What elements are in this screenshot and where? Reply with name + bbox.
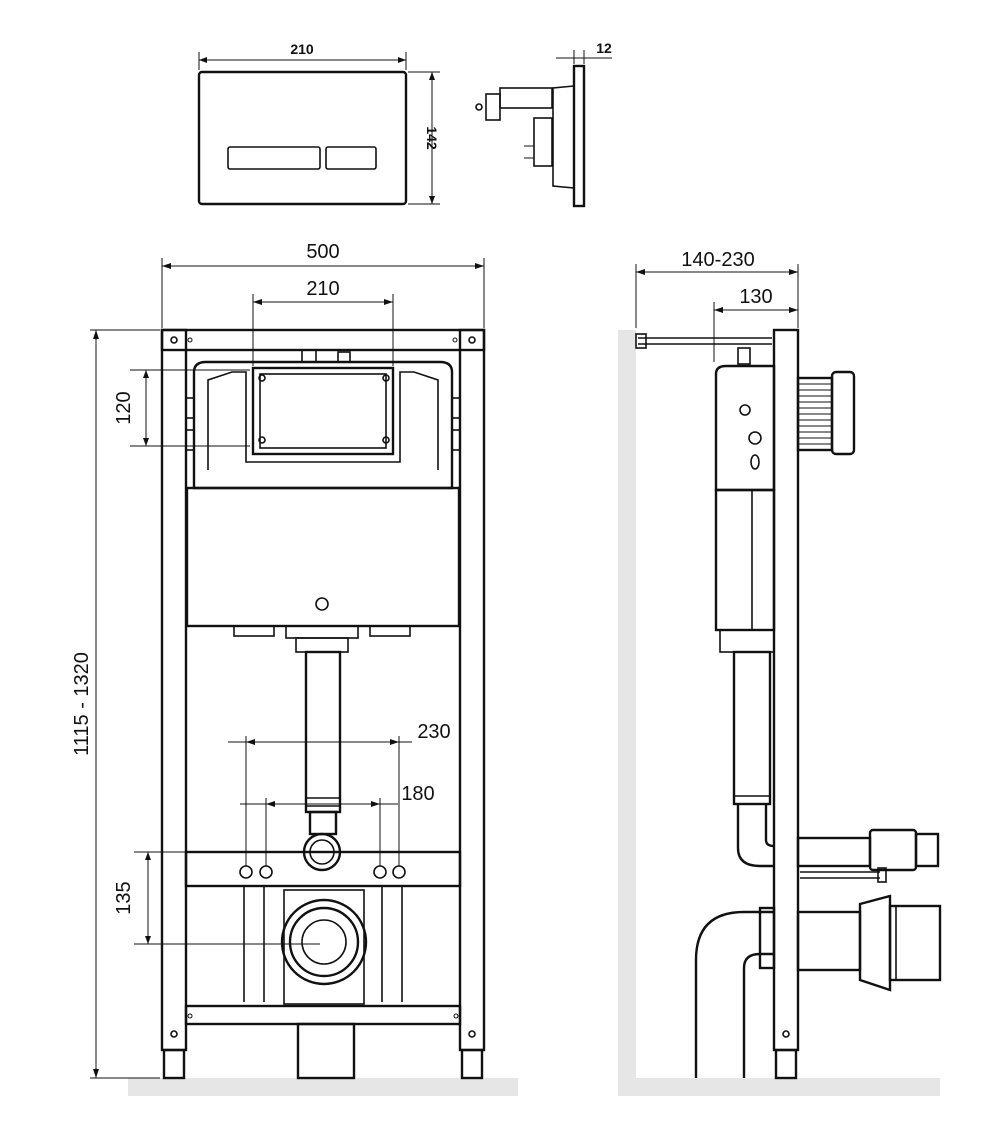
- plate-width-label: 210: [290, 41, 314, 57]
- side-flush-outlet: [796, 836, 872, 868]
- frame-height-label: 1115 - 1320: [71, 652, 93, 756]
- opening-width-label: 210: [306, 278, 339, 300]
- bolt-inner-label: 180: [401, 783, 434, 805]
- flush-plate-right-button: [325, 146, 377, 170]
- plate-height-label: 142: [424, 126, 440, 150]
- top-crossbar: [160, 328, 486, 352]
- drain-outlet: [280, 898, 368, 986]
- side-floor: [618, 1078, 940, 1096]
- side-wall: [618, 330, 636, 1096]
- opening-height-label: 120: [113, 391, 135, 424]
- plate-height-dimension: 142: [408, 71, 440, 205]
- side-drain-bend: [694, 910, 774, 1078]
- plate-side-profile: [572, 64, 586, 208]
- front-floor: [128, 1078, 518, 1096]
- depth-fixed-label: 130: [739, 286, 772, 308]
- frame-height-dimension: 1115 - 1320: [71, 329, 160, 1079]
- drain-height-dimension: 135: [113, 851, 320, 945]
- flush-plate-side-view: 12: [475, 40, 612, 208]
- bolt-outer-dimension: 230: [228, 721, 451, 866]
- depth-range-dimension: 140-230: [635, 249, 799, 328]
- right-upright: [458, 328, 486, 1052]
- cistern-upper: [192, 360, 454, 490]
- flush-plate-front-view: 210 142: [197, 41, 440, 206]
- front-view: 500 210 120 1115 - 1320: [71, 241, 518, 1096]
- opening-height-dimension: 120: [113, 369, 250, 447]
- cistern-body: [185, 486, 461, 628]
- side-frame-upright: [772, 328, 800, 1052]
- bolt-inner-dimension: 180: [240, 783, 435, 866]
- frame-width-label: 500: [306, 241, 339, 263]
- plate-depth-label: 12: [596, 40, 612, 56]
- left-foot: [162, 1048, 186, 1080]
- depth-range-label: 140-230: [681, 249, 754, 271]
- plate-width-dimension: 210: [198, 41, 407, 70]
- cistern-service-opening: [251, 366, 395, 456]
- depth-fixed-dimension: 130: [713, 286, 798, 362]
- drain-height-label: 135: [113, 881, 135, 914]
- plate-depth-dimension: 12: [556, 40, 612, 64]
- flush-plate-left-button: [227, 146, 321, 170]
- frame-width-dimension: 500: [161, 241, 485, 328]
- left-upright: [160, 328, 188, 1052]
- side-cistern: [714, 364, 776, 492]
- flush-pipe: [304, 650, 342, 814]
- side-drain-outlet: [796, 910, 862, 972]
- opening-width-dimension: 210: [252, 278, 394, 366]
- flush-plate-outline: [197, 70, 408, 206]
- bolt-outer-label: 230: [417, 721, 450, 743]
- right-foot: [460, 1048, 484, 1080]
- base-crossbar: [184, 1004, 462, 1026]
- cistern-lock: [315, 597, 329, 611]
- side-view: 140-230 130: [618, 249, 942, 1096]
